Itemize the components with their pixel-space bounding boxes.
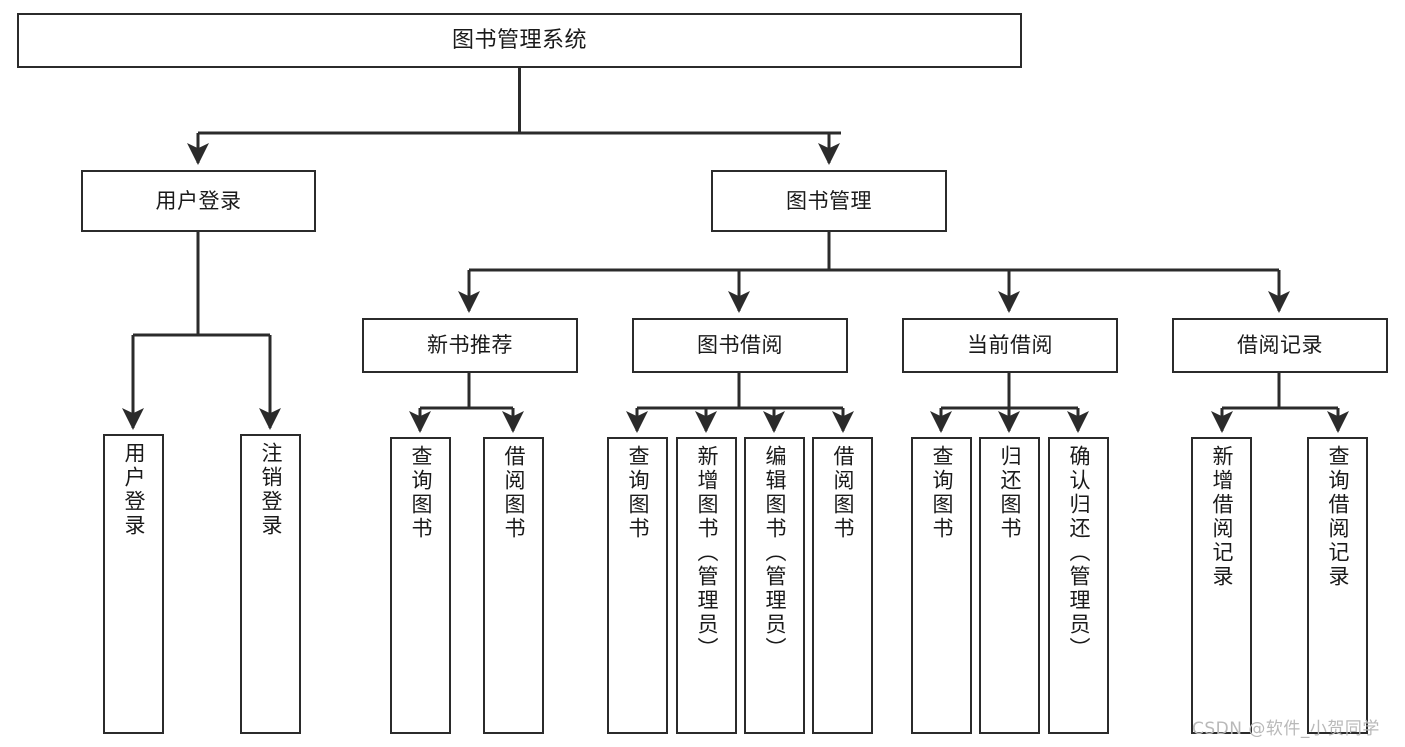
leaf-record-add-record[interactable]: 新增借阅记录 [1191, 437, 1252, 734]
node-new-book-recommend-label: 新书推荐 [427, 333, 513, 358]
node-book-borrow-label: 图书借阅 [697, 333, 783, 358]
leaf-recommend-query-book-label: 查询图书 [409, 445, 433, 541]
node-root-system-label: 图书管理系统 [451, 27, 587, 53]
leaf-current-confirm-return-admin[interactable]: 确认归还（管理员） [1048, 437, 1109, 734]
node-root-system[interactable]: 图书管理系统 [17, 13, 1022, 68]
node-current-borrow-label: 当前借阅 [967, 333, 1053, 358]
node-borrow-record[interactable]: 借阅记录 [1172, 318, 1388, 373]
leaf-user-login-login[interactable]: 用户登录 [103, 434, 164, 734]
node-new-book-recommend[interactable]: 新书推荐 [362, 318, 578, 373]
leaf-recommend-borrow-book-label: 借阅图书 [502, 445, 526, 541]
node-user-login-label: 用户登录 [155, 188, 242, 213]
node-current-borrow[interactable]: 当前借阅 [902, 318, 1118, 373]
leaf-borrow-query-book[interactable]: 查询图书 [607, 437, 668, 734]
leaf-borrow-query-book-label: 查询图书 [626, 445, 650, 541]
node-borrow-record-label: 借阅记录 [1237, 333, 1323, 358]
leaf-current-return-book[interactable]: 归还图书 [979, 437, 1040, 734]
leaf-record-query-record-label: 查询借阅记录 [1326, 445, 1350, 589]
node-book-management[interactable]: 图书管理 [711, 170, 947, 232]
leaf-user-login-logout[interactable]: 注销登录 [240, 434, 301, 734]
leaf-recommend-query-book[interactable]: 查询图书 [390, 437, 451, 734]
leaf-user-login-logout-label: 注销登录 [259, 442, 283, 538]
csdn-watermark: CSDN @软件_小贺同学 [1192, 719, 1380, 739]
leaf-borrow-borrow-book[interactable]: 借阅图书 [812, 437, 873, 734]
leaf-current-return-book-label: 归还图书 [998, 445, 1022, 541]
leaf-borrow-add-book-admin-label: 新增图书（管理员） [695, 445, 719, 661]
leaf-borrow-edit-book-admin-label: 编辑图书（管理员） [763, 445, 787, 661]
leaf-record-add-record-label: 新增借阅记录 [1210, 445, 1234, 589]
leaf-borrow-edit-book-admin[interactable]: 编辑图书（管理员） [744, 437, 805, 734]
node-book-management-label: 图书管理 [786, 188, 872, 213]
leaf-current-query-book[interactable]: 查询图书 [911, 437, 972, 734]
node-book-borrow[interactable]: 图书借阅 [632, 318, 848, 373]
leaf-current-query-book-label: 查询图书 [930, 445, 954, 541]
leaf-borrow-borrow-book-label: 借阅图书 [831, 445, 855, 541]
node-user-login[interactable]: 用户登录 [81, 170, 316, 232]
leaf-user-login-login-label: 用户登录 [122, 442, 146, 538]
leaf-recommend-borrow-book[interactable]: 借阅图书 [483, 437, 544, 734]
leaf-borrow-add-book-admin[interactable]: 新增图书（管理员） [676, 437, 737, 734]
leaf-current-confirm-return-admin-label: 确认归还（管理员） [1067, 445, 1091, 661]
leaf-record-query-record[interactable]: 查询借阅记录 [1307, 437, 1368, 734]
